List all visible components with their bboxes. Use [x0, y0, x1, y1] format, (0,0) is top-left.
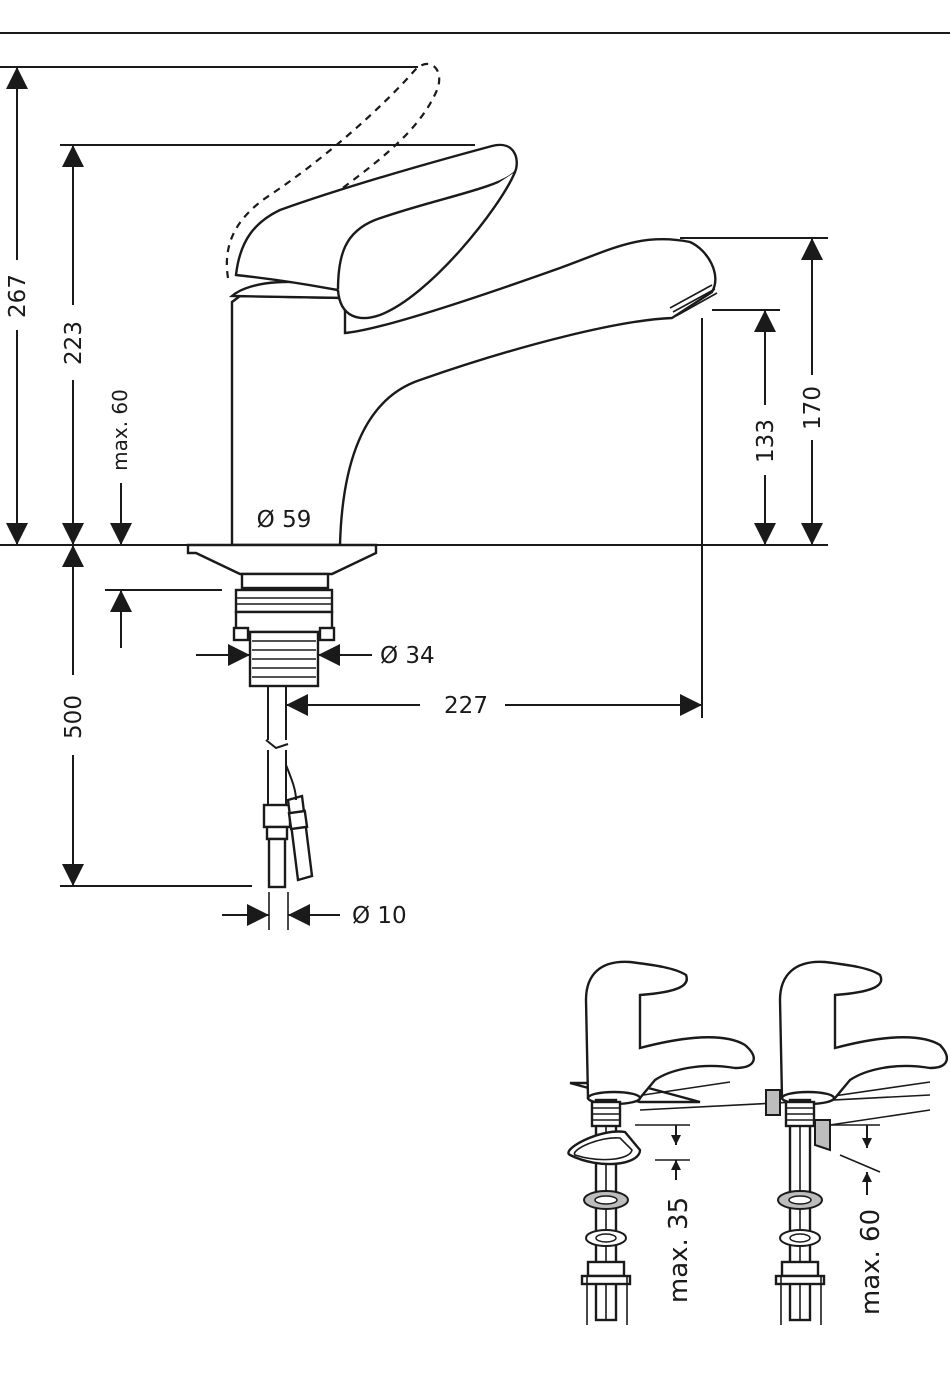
- dim-shank-diameter-label: Ø 34: [380, 643, 435, 669]
- dim-500-label: 500: [61, 695, 87, 739]
- install-right-max-label: max. 60: [856, 1209, 886, 1315]
- dim-500: 500: [60, 545, 252, 886]
- install-diagram-thick-deck: max. 60: [766, 962, 947, 1325]
- dim-hose-diameter: Ø 10: [222, 892, 407, 930]
- dim-223-label: 223: [61, 321, 87, 365]
- dim-170-label: 170: [800, 386, 826, 430]
- dim-max-60-label: max. 60: [108, 389, 132, 471]
- dim-max-60: max. 60: [105, 389, 222, 648]
- dim-133-label: 133: [753, 419, 779, 463]
- mounting-nut: [234, 574, 334, 640]
- install-left-max-label: max. 35: [664, 1197, 694, 1303]
- dim-base-diameter: Ø 59: [257, 507, 312, 533]
- dim-267-label: 267: [5, 274, 31, 318]
- threaded-shank: [250, 632, 318, 686]
- dim-133: 133: [712, 310, 780, 545]
- dim-227: 227: [286, 693, 702, 719]
- dim-227-label: 227: [444, 693, 488, 719]
- dim-hose-diameter-label: Ø 10: [352, 903, 407, 929]
- supply-hose: [264, 686, 312, 887]
- deck-plate: [188, 545, 376, 574]
